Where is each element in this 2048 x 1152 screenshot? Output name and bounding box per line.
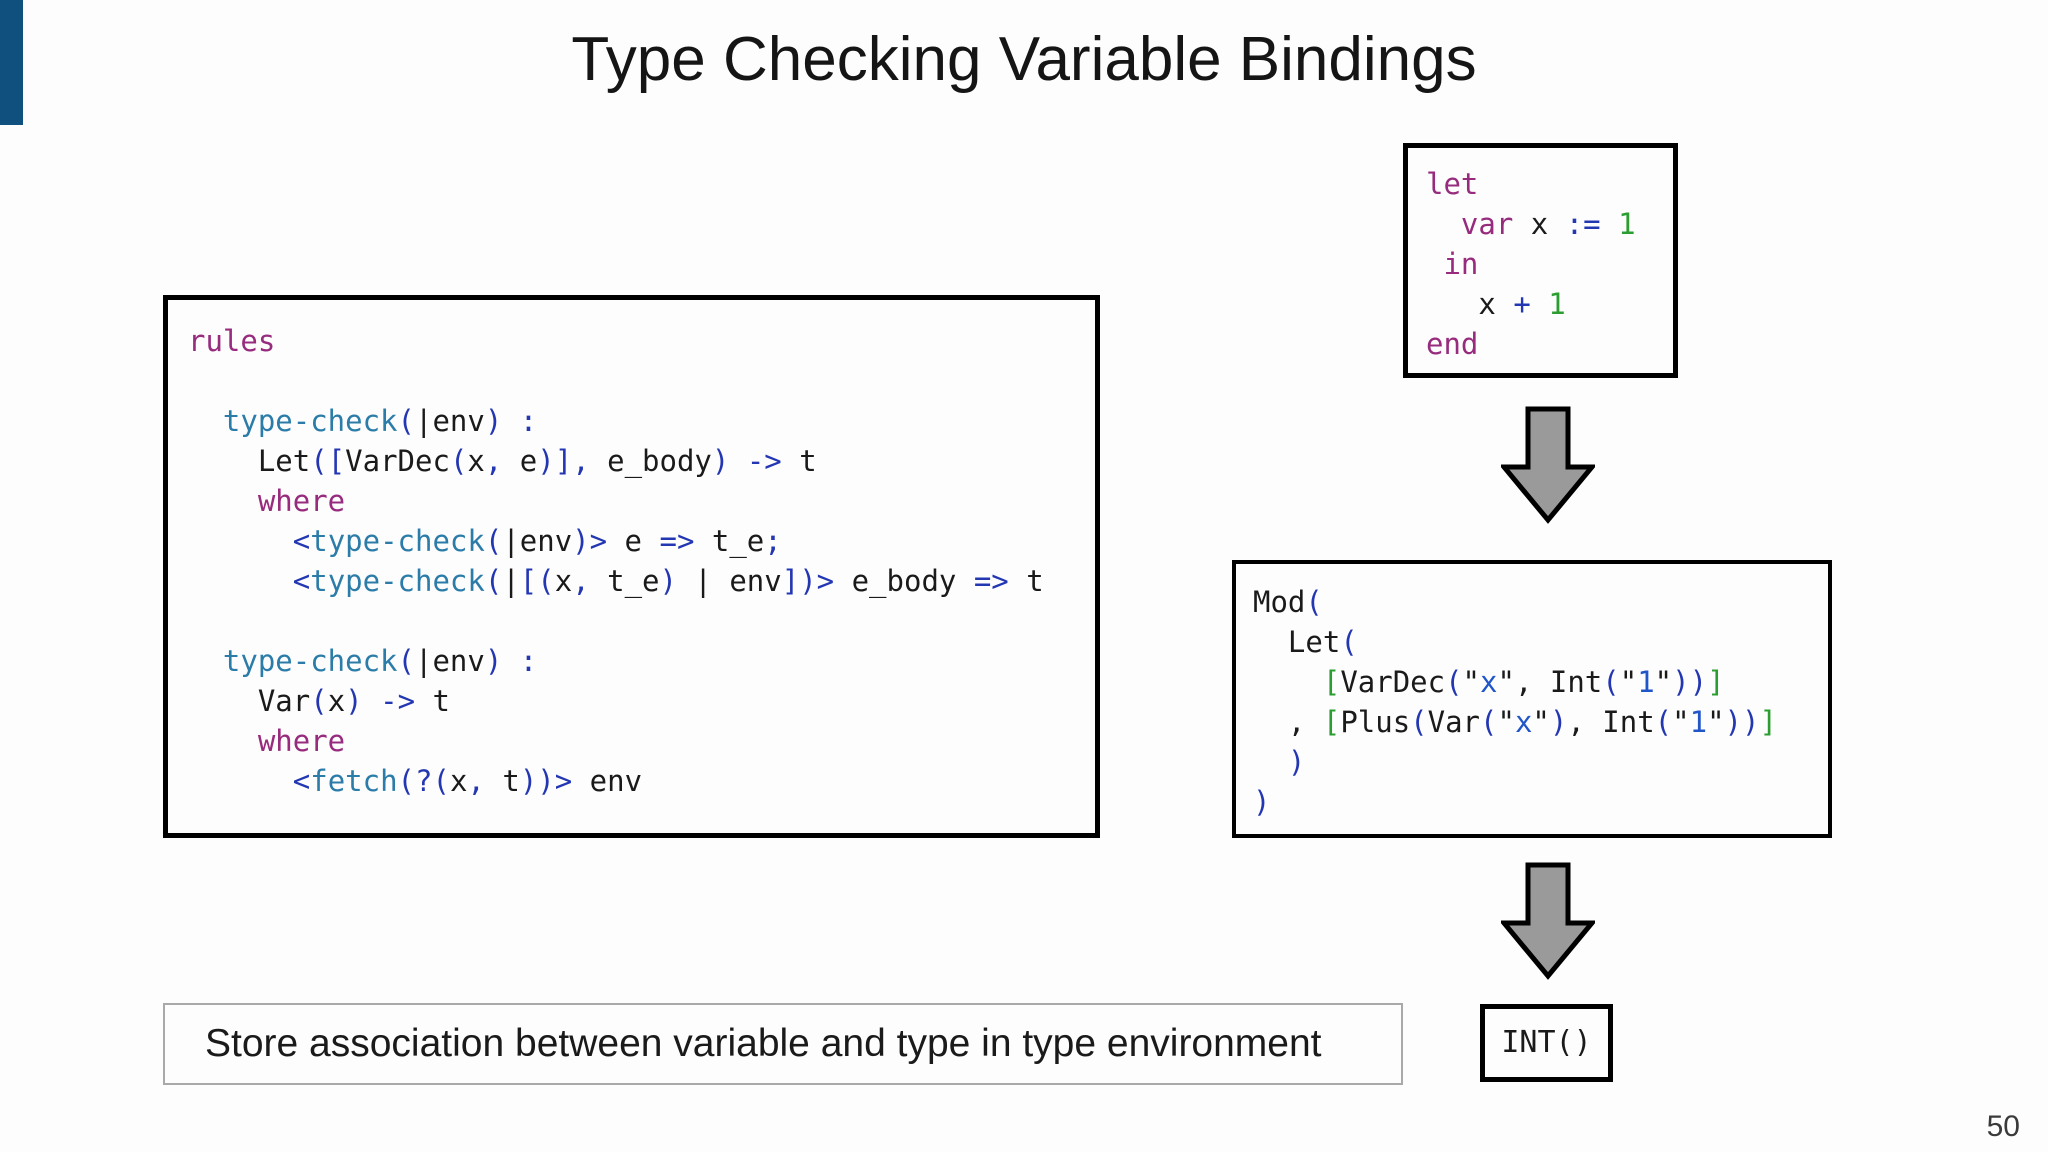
accent-bar (0, 0, 23, 125)
caption-box: Store association between variable and t… (163, 1003, 1403, 1085)
code-line: [VarDec("x", Int("1"))] (1322, 665, 1725, 699)
rules-code-box: rules type-check(|env) : Let([VarDec(x, … (163, 295, 1100, 838)
code-line: <fetch(?(x, t))> env (292, 764, 643, 798)
code-line: type-check(|env) : (222, 404, 538, 438)
code-line: var x := 1 (1460, 207, 1636, 241)
code-line: Let([VarDec(x, e)], e_body) -> t (257, 444, 817, 478)
result-type-label: INT() (1501, 1025, 1592, 1060)
code-line: where (257, 484, 346, 518)
code-line (188, 361, 1089, 401)
code-line: <type-check(|[(x, t_e) | env])> e_body =… (292, 564, 1044, 598)
caption-text: Store association between variable and t… (205, 1022, 1322, 1065)
code-line: x + 1 (1426, 287, 1566, 321)
down-arrow-icon (1501, 406, 1595, 524)
source-code-box: let var x := 1 in x + 1 end (1403, 143, 1678, 378)
page-number: 50 (1986, 1110, 2020, 1143)
ast-code-box: Mod( Let( [VarDec("x", Int("1"))] , [Plu… (1232, 560, 1832, 838)
result-type-box: INT() (1480, 1004, 1613, 1082)
code-line: let (1426, 167, 1479, 201)
code-line (188, 601, 1089, 641)
down-arrow-icon (1501, 862, 1595, 980)
code-line: where (257, 724, 346, 758)
code-line: Let( (1253, 625, 1358, 659)
code-line: ) (1253, 785, 1271, 819)
code-line: Mod( (1253, 585, 1323, 619)
code-line: , [Plus(Var("x"), Int("1"))] (1253, 705, 1777, 739)
code-line: type-check(|env) : (222, 644, 538, 678)
code-line: <type-check(|env)> e => t_e; (292, 524, 782, 558)
code-line: Var(x) -> t (257, 684, 450, 718)
code-line: ) (1287, 745, 1306, 779)
code-line: rules (188, 324, 276, 358)
code-line: in (1443, 247, 1479, 281)
page-title: Type Checking Variable Bindings (571, 25, 1477, 94)
code-line: end (1426, 327, 1479, 361)
